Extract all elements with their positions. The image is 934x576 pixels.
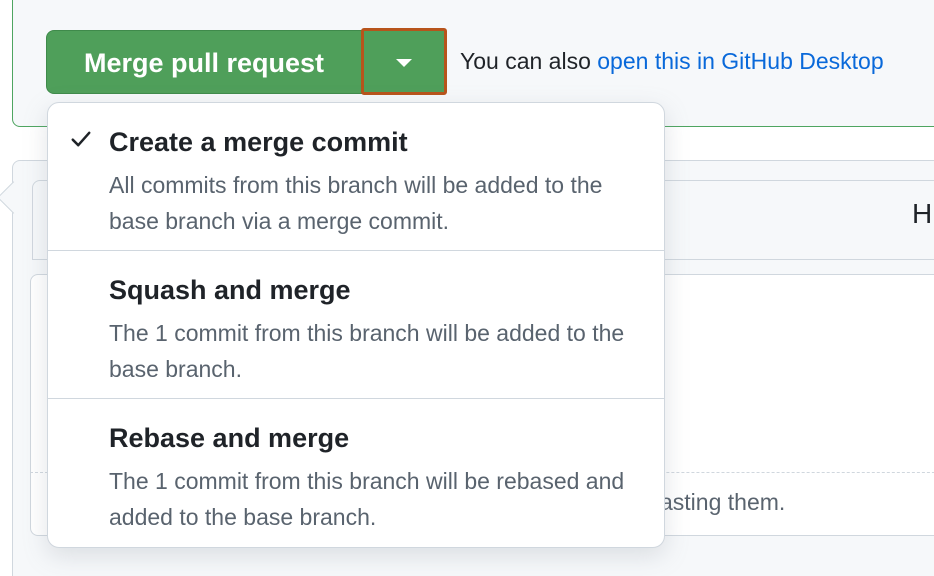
- desktop-hint-prefix: You can also: [460, 48, 591, 74]
- merge-method-menu: Create a merge commit All commits from t…: [47, 102, 665, 548]
- merge-button-label: Merge pull request: [83, 47, 325, 78]
- menu-item-title: Squash and merge: [109, 275, 351, 305]
- desktop-hint: You can also open this in GitHub Desktop: [460, 48, 884, 75]
- menu-item-description: All commits from this branch will be add…: [109, 172, 603, 234]
- menu-item-title: Rebase and merge: [109, 423, 350, 453]
- merge-method-dropdown-button[interactable]: [361, 28, 447, 95]
- open-in-desktop-link[interactable]: open this in GitHub Desktop: [597, 48, 884, 74]
- menu-item-rebase-and-merge[interactable]: Rebase and merge The 1 commit from this …: [48, 399, 664, 547]
- menu-item-description: The 1 commit from this branch will be ad…: [109, 320, 625, 382]
- triangle-down-icon: [396, 58, 412, 67]
- menu-item-description: The 1 commit from this branch will be re…: [109, 468, 625, 530]
- background-text-fragment: asting them.: [660, 489, 786, 515]
- merge-pull-request-button[interactable]: Merge pull request: [46, 30, 362, 94]
- menu-item-squash-and-merge[interactable]: Squash and merge The 1 commit from this …: [48, 251, 664, 399]
- check-icon: [71, 131, 91, 147]
- menu-item-create-merge-commit[interactable]: Create a merge commit All commits from t…: [48, 103, 664, 251]
- menu-item-title: Create a merge commit: [109, 127, 408, 157]
- background-tab-letter: H: [912, 198, 933, 229]
